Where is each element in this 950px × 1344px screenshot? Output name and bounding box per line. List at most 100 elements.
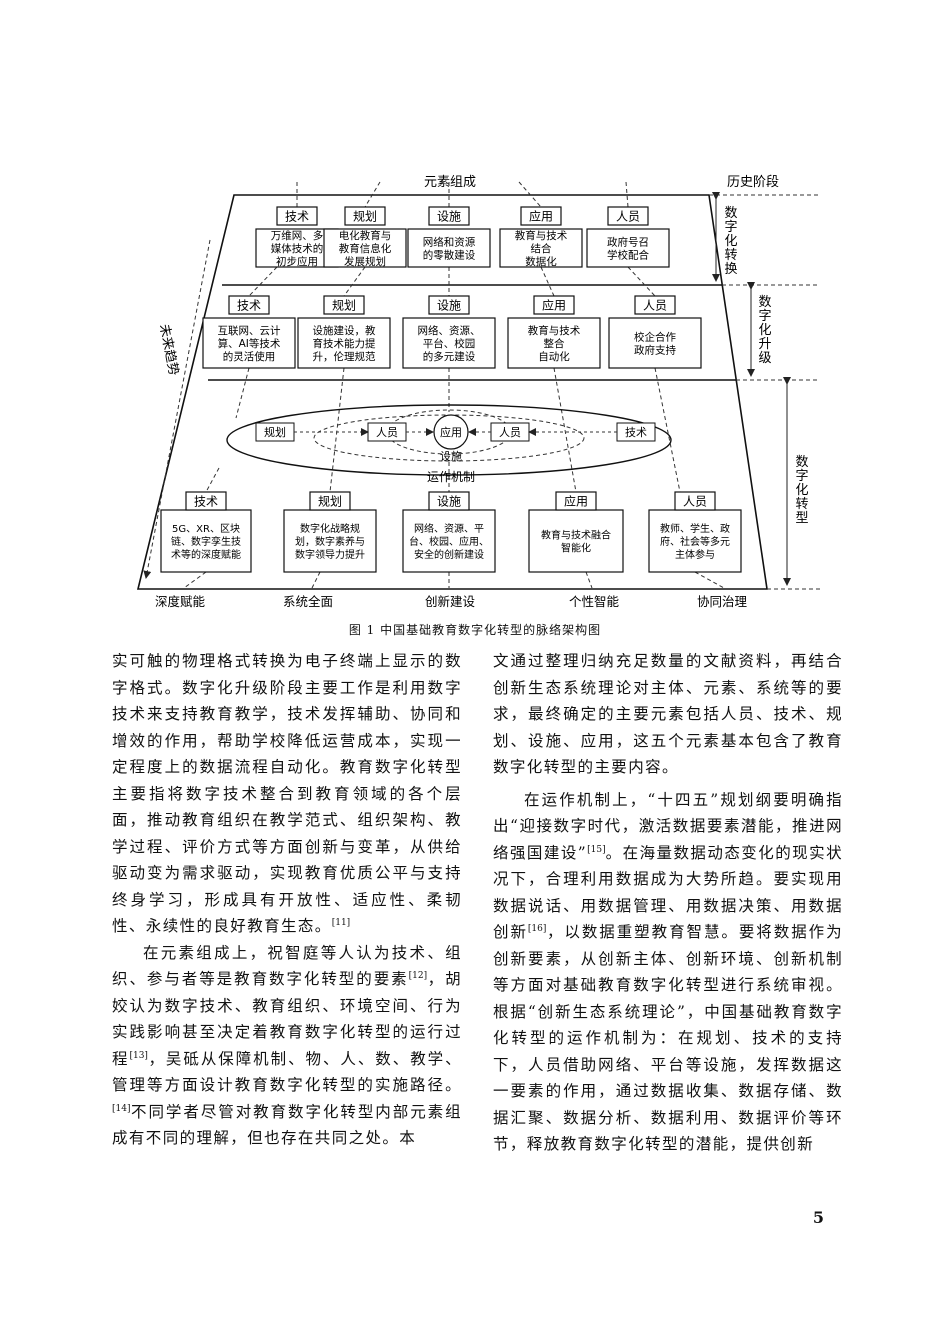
element-title: 规划 [318, 494, 342, 509]
mechanism-people-right: 人员 [499, 426, 521, 439]
element-tag-box [428, 491, 470, 511]
element-description-line: 教师、学生、政 [660, 522, 730, 535]
element-description-line: 电化教育与 [339, 229, 392, 242]
element-box [648, 509, 742, 573]
stage-dashed-lines [709, 194, 820, 590]
mechanism-facility: 设施 [440, 450, 462, 463]
stage-arrows [712, 192, 791, 586]
future-trend-label: 未来趋势 [156, 323, 182, 377]
element-box [323, 228, 407, 268]
stage-label-char: 数 [724, 206, 737, 221]
stage-label-3: 数字化转型 [795, 455, 808, 526]
element-title: 人员 [683, 495, 707, 509]
element-description-line: 网络、资源、 [418, 324, 481, 337]
element-box [499, 228, 583, 268]
element-tag-box [520, 206, 562, 226]
citation-14[interactable]: [14] [112, 1103, 131, 1114]
element-title: 应用 [564, 494, 588, 509]
right-paragraph-2: 在运作机制上，“十四五”规划纲要明确指出“迎接数字时代，激活数据要素潜能，推进网… [493, 790, 843, 1154]
element-description-line: 5G、XR、区块 [172, 523, 240, 535]
citation-13[interactable]: [13] [129, 1050, 148, 1061]
element-description-line: 划，数字素养与 [295, 535, 365, 548]
history-stage-label: 历史阶段 [727, 175, 779, 190]
element-tag-box [428, 295, 470, 315]
stage-label-char: 级 [758, 351, 771, 366]
future-trend-arrow [143, 239, 211, 579]
mechanism-planning: 规划 [264, 425, 286, 439]
element-title: 人员 [643, 299, 667, 313]
element-title: 技术 [194, 495, 218, 509]
citation-15[interactable]: [15] [587, 844, 606, 855]
stage-label-char: 型 [795, 511, 808, 526]
output-label-1: 深度赋能 [155, 594, 206, 609]
element-box [283, 509, 377, 573]
left-paragraph-1: 实可触的物理格式转换为电子终端上显示的数字格式。数字化升级阶段主要工作是利用数字… [112, 652, 462, 935]
element-description-line: 台、校园、应用、 [409, 535, 489, 548]
element-description-line: 媒体技术的 [271, 242, 324, 255]
element-title: 规划 [332, 298, 356, 313]
element-description-line: 教育与技术 [528, 324, 581, 337]
mechanism-application: 应用 [440, 425, 462, 439]
element-description-line: 升，伦理规范 [313, 350, 376, 363]
stage-label-char: 转 [795, 497, 808, 512]
citation-16[interactable]: [16] [527, 923, 547, 934]
citation-11[interactable]: [11] [331, 917, 351, 928]
element-title: 应用 [542, 298, 566, 313]
element-box [402, 509, 496, 573]
element-description-line: 教育与技术 [515, 229, 568, 242]
element-tag-box [533, 295, 575, 315]
element-description-line: 数字领导力提升 [295, 548, 365, 561]
element-description-line: 初步应用 [276, 255, 318, 268]
element-description-line: 数字化战略规 [300, 522, 360, 535]
stage-label-char: 化 [795, 483, 808, 498]
element-description-line: 网络、资源、平 [414, 522, 484, 535]
element-title: 设施 [437, 299, 461, 313]
element-tag-box [276, 206, 318, 226]
element-tag-box [309, 491, 351, 511]
stage-label-char: 数 [795, 455, 808, 470]
left-column: 实可触的物理格式转换为电子终端上显示的数字格式。数字化升级阶段主要工作是利用数字… [112, 648, 462, 1152]
element-box [608, 317, 702, 369]
element-dashed-lines [183, 181, 725, 589]
output-labels: 深度赋能系统全面创新建设个性智能协同治理 [155, 594, 748, 609]
stage-label-char: 转 [724, 248, 737, 263]
element-tag-box [323, 295, 365, 315]
output-label-4: 个性智能 [569, 594, 620, 609]
element-description-line: 算、AI等技术 [218, 337, 281, 350]
element-description-line: 平台、校园 [423, 337, 476, 350]
right-paragraph-1: 文通过整理归纳充足数量的文献资料，再结合创新生态系统理论对主体、元素、系统等的要… [493, 652, 843, 776]
element-title: 设施 [437, 495, 461, 509]
element-description-line: 政府支持 [634, 344, 676, 357]
element-tag-box [428, 206, 470, 226]
element-description-line: 自动化 [538, 350, 570, 363]
element-description-line: 互联网、云计 [218, 324, 281, 337]
citation-12[interactable]: [12] [408, 970, 428, 981]
element-description-line: 府、社会等多元 [660, 535, 730, 548]
stage-label-char: 升 [758, 337, 771, 352]
element-title: 人员 [616, 210, 640, 224]
element-box [507, 317, 601, 369]
element-box [528, 509, 624, 573]
element-box [402, 317, 496, 369]
element-box [586, 228, 670, 268]
element-description-line: 链、数字孪生技 [171, 535, 241, 548]
element-box [407, 228, 491, 268]
element-tag-box [555, 491, 597, 511]
stage-label-char: 化 [758, 323, 771, 338]
